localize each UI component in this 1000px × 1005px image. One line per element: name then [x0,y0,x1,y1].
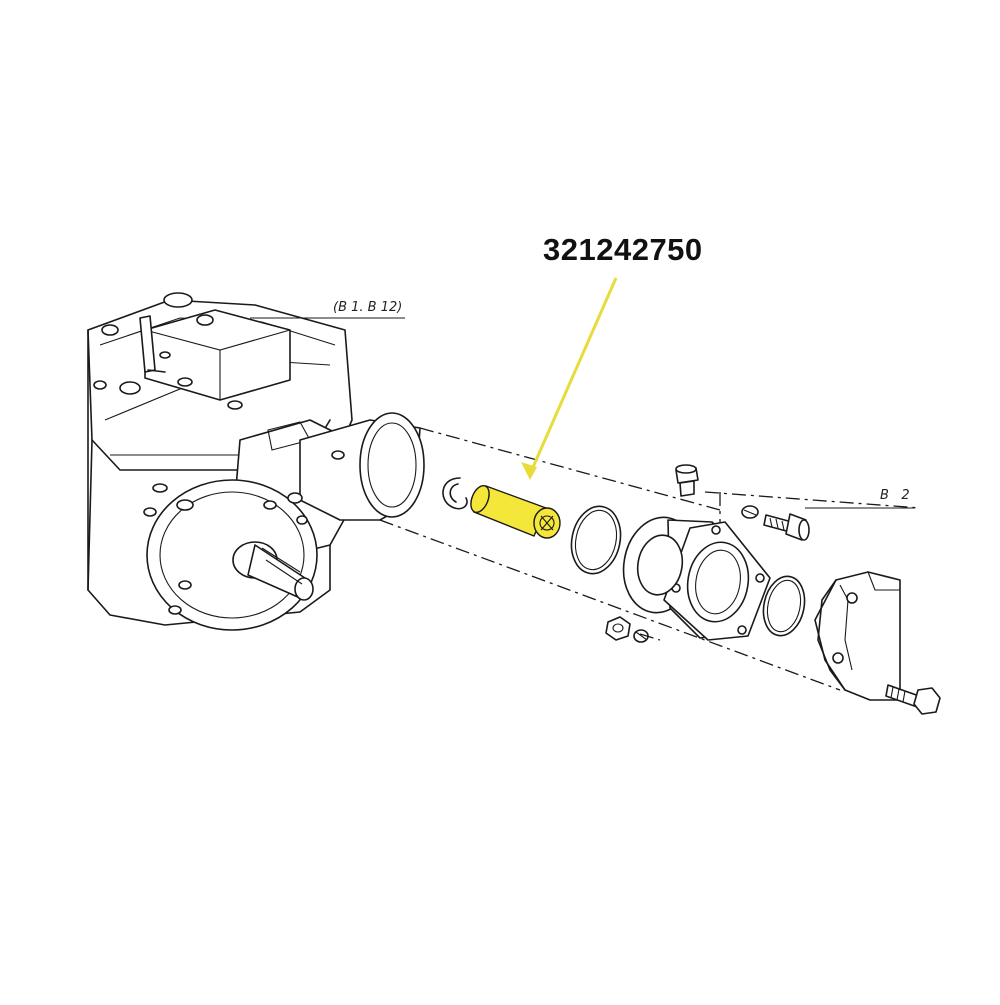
part-number-leader [521,277,618,480]
reference-leaders [250,317,915,509]
o-ring-rear [762,575,806,637]
mating-housing [814,571,901,701]
stud-bolt [675,464,699,497]
o-ring-front [570,505,622,575]
bolt-reference-label: B 2 [880,488,910,503]
circlip [442,477,468,510]
highlighted-sleeve [470,484,561,539]
hex-bolt-lower [885,684,941,715]
hex-nut [605,616,631,641]
gearbox-reference-label: (B 1. B 12) [333,300,403,315]
part-number-label: 321242750 [543,232,703,267]
washer-upper [741,505,759,519]
cap-screw-upper [763,513,810,541]
washer-lower [633,629,649,643]
gearbox-housing [87,292,425,631]
output-flange [622,516,771,641]
